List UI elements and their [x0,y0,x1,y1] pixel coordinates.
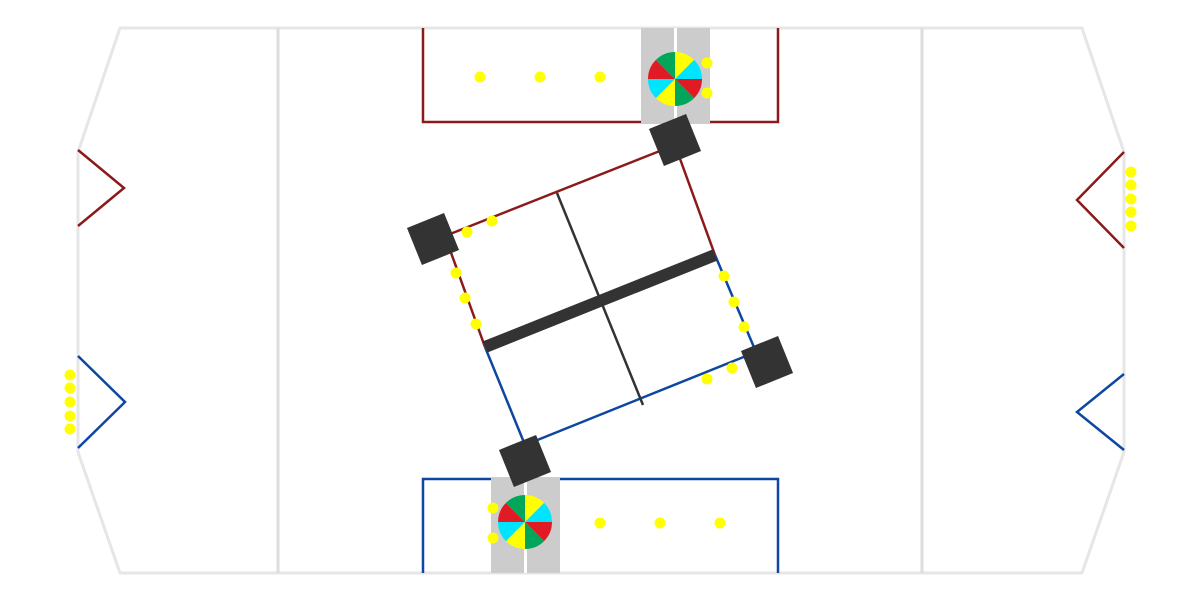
red-zone-color-wheel-wedge [675,59,702,79]
game-piece [701,373,713,385]
game-piece [1125,193,1137,205]
game-piece [738,321,750,333]
center-edge-top [444,143,676,238]
game-piece [459,292,471,304]
center-balance-bar [482,249,718,353]
game-piece [64,369,76,381]
game-piece [701,87,713,99]
blue-zone-color-wheel-wedge [505,495,525,522]
alliance-chevron [1075,151,1125,249]
blue-zone-color-wheel-wedge [498,502,525,522]
blue-zone-color-wheel-wedge [525,522,552,542]
game-piece [486,215,498,227]
game-piece [701,57,713,69]
corner-block [648,113,702,167]
game-piece [534,71,546,83]
red-zone-color-wheel-wedge [675,52,695,79]
center-structure [443,143,758,447]
game-piece [64,423,76,435]
game-piece [64,382,76,394]
pieces-layer [64,57,1137,544]
game-piece [654,517,666,529]
blue-zone-color-wheel-wedge [525,495,545,522]
alliance-chevron [77,355,127,449]
game-piece [487,502,499,514]
game-piece [1125,179,1137,191]
game-piece [450,267,462,279]
game-piece [64,396,76,408]
game-piece [728,296,740,308]
blue-zone-color-wheel-wedge [525,522,545,549]
blue-zone-color-wheel [498,495,552,549]
red-zone-color-wheel [648,52,702,106]
field-layer [76,26,1126,575]
game-piece [64,410,76,422]
game-piece [1125,206,1137,218]
blue-zone-color-wheel-wedge [505,522,525,549]
game-piece [470,318,482,330]
game-piece [714,517,726,529]
game-piece [461,226,473,238]
game-piece [474,71,486,83]
red-zone-color-wheel-wedge [655,52,675,79]
game-piece [594,517,606,529]
blue-alliance-zone [421,477,780,573]
alliance-chevron [77,149,126,227]
game-piece [487,532,499,544]
center-edge-right-upper [673,144,717,256]
center-edge-left-lower [483,346,527,446]
structure-layer [406,113,794,488]
game-piece [726,362,738,374]
game-piece [594,71,606,83]
game-piece [718,270,730,282]
red-zone-color-wheel-wedge [675,79,702,99]
red-alliance-zone [421,28,780,124]
corner-block [740,335,794,389]
field-boundary [76,26,1126,575]
game-piece [1125,220,1137,232]
red-zone-color-wheel-wedge [675,79,695,106]
blue-zone-color-wheel-wedge [525,502,552,522]
blue-zone-color-wheel-wedge [498,522,525,542]
red-zone-color-wheel-wedge [648,79,675,99]
corner-block [498,434,552,488]
game-piece [1125,166,1137,178]
red-zone-color-wheel-wedge [655,79,675,106]
alliance-chevron [1075,373,1125,451]
red-zone-color-wheel-wedge [648,59,675,79]
corner-block [406,212,460,266]
